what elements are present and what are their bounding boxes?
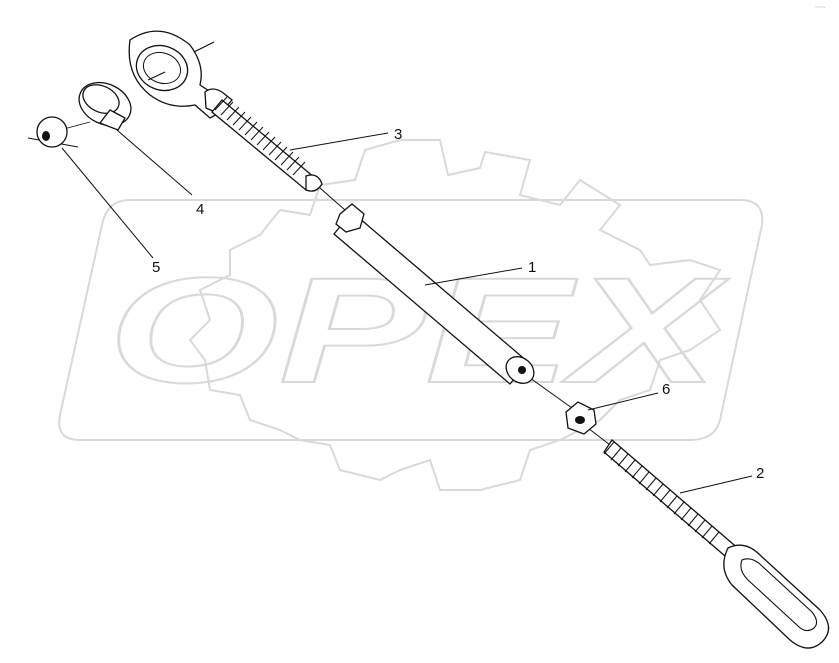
callout-3: 3 [289,126,402,151]
part-2-thread [603,441,720,545]
part-3-eye-rod [128,30,323,192]
part-5-ball [36,116,68,148]
callout-4: 4 [116,129,204,218]
part-3-thread [214,96,306,176]
watermark-gear [188,139,722,491]
callout-2: 2 [679,465,764,494]
callout-label-6: 6 [662,381,670,398]
part-4-ring [78,81,132,131]
callout-label-2: 2 [756,465,764,482]
callout-label-4: 4 [196,201,204,218]
callout-5: 5 [61,147,160,276]
part-1-tube [333,203,535,385]
callout-label-1: 1 [528,259,536,276]
callout-label-3: 3 [394,126,402,143]
part-2-threaded-eye [603,439,830,649]
watermark-badge [58,199,764,441]
callout-1: 1 [424,259,536,286]
callout-6: 6 [587,381,670,411]
watermark-logo: OPEX [58,139,764,491]
callout-label-5: 5 [152,259,160,276]
corner-mark: ~~~ [815,5,826,11]
